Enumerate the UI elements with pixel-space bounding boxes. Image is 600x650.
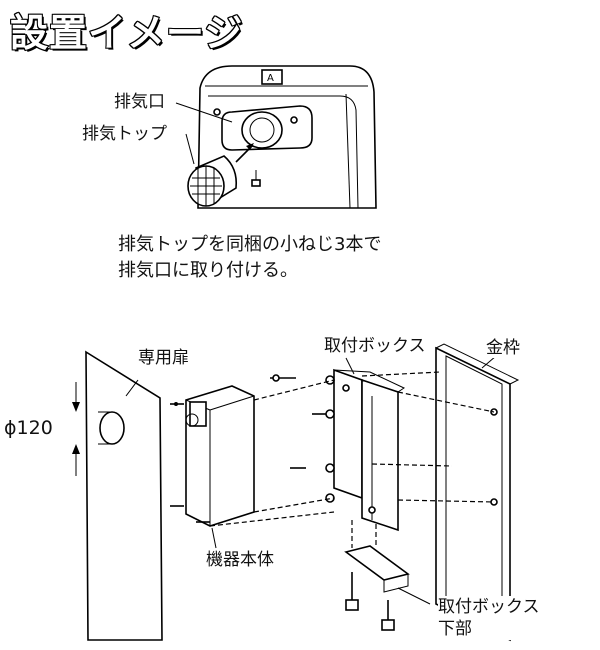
unit-body <box>170 385 255 527</box>
mount-box-label: 取付ボックス <box>324 336 426 356</box>
door-panel <box>72 350 163 641</box>
page-title: 設置イメージ <box>9 10 244 56</box>
instruction-line-1: 排気トップを同梱の小ねじ3本で <box>118 234 382 255</box>
diameter-label: ϕ120 <box>4 417 53 439</box>
svg-text:A: A <box>267 73 274 84</box>
mounting-box-lower <box>344 520 410 631</box>
exhaust-port-label: 排気口 <box>114 92 165 112</box>
door-label: 専用扉 <box>138 348 189 368</box>
water-heater-top-view: A <box>175 65 377 209</box>
exhaust-top-label: 排気トップ <box>82 124 167 144</box>
mount-box-lower-line-2: 下部 <box>438 619 472 639</box>
unit-body-label: 機器本体 <box>206 550 274 570</box>
mount-box-lower-label: 取付ボックス 下部 <box>438 596 540 640</box>
metal-frame <box>435 343 520 642</box>
mount-box-lower-line-1: 取付ボックス <box>438 597 540 617</box>
alignment-lines <box>209 371 495 527</box>
mounting-box <box>270 368 406 532</box>
instruction-line-2: 排気口に取り付ける。 <box>118 260 298 281</box>
instruction-text: 排気トップを同梱の小ねじ3本で 排気口に取り付ける。 <box>118 232 381 284</box>
frame-label: 金枠 <box>486 338 520 358</box>
